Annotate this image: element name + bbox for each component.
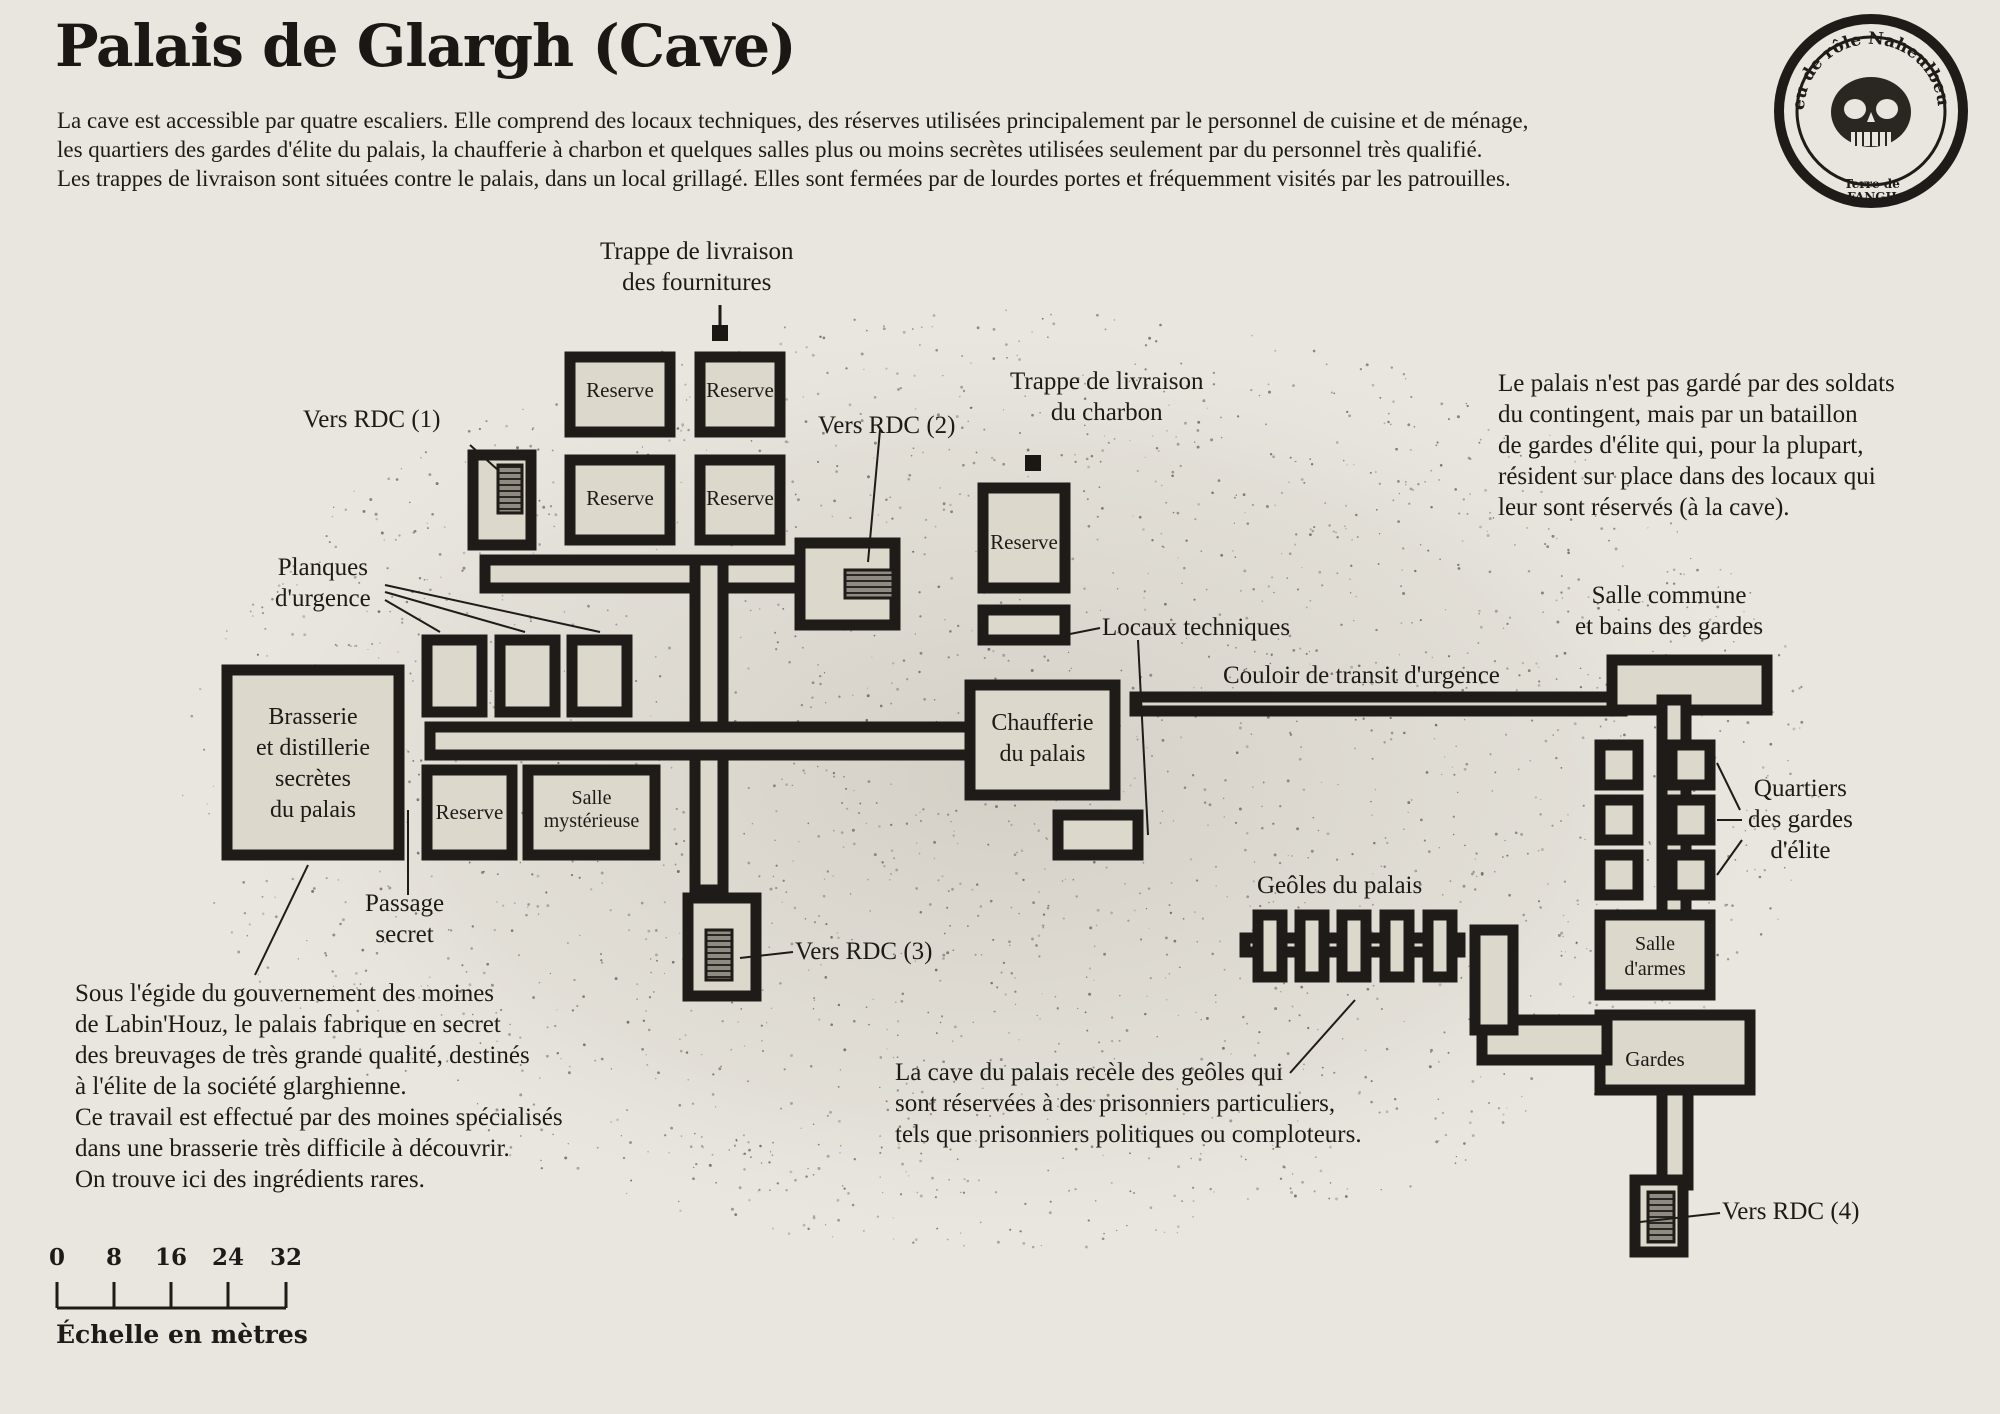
stairs-icon xyxy=(496,463,524,515)
scale-bar xyxy=(55,1282,288,1310)
room-gardes: Gardes xyxy=(1625,1047,1685,1071)
room-reserve: Reserve xyxy=(706,378,774,402)
label-couloir: Couloir de transit d'urgence xyxy=(1223,662,1500,689)
intro-line: Les trappes de livraison sont situées co… xyxy=(57,166,1511,191)
walls-outline xyxy=(221,351,1773,1258)
label-vers-rdc-3: Vers RDC (3) xyxy=(795,938,933,965)
label-vers-rdc-2: Vers RDC (2) xyxy=(818,412,956,439)
intro-text: La cave est accessible par quatre escali… xyxy=(57,106,1737,193)
room-reserve: Reserve xyxy=(706,486,774,510)
scale-tick-label: 24 xyxy=(211,1244,245,1271)
scale-tick-label: 0 xyxy=(48,1244,66,1271)
scale-title: Échelle en mètres xyxy=(56,1320,308,1349)
room-reserve: Reserve xyxy=(435,800,504,824)
skull-icon xyxy=(1831,77,1911,147)
leader-lines xyxy=(254,429,1743,1223)
intro-line: La cave est accessible par quatre escali… xyxy=(57,108,1529,133)
stairs-icon xyxy=(1646,1190,1676,1244)
seal-bottom-text: Terre de FANGH xyxy=(1844,177,1900,204)
label-vers-rdc-1: Vers RDC (1) xyxy=(303,406,441,433)
label-locaux: Locaux techniques xyxy=(1102,614,1291,641)
scale-tick-label: 32 xyxy=(269,1244,303,1271)
page-title: Palais de Glargh (Cave) xyxy=(55,12,797,80)
trapdoor-icon xyxy=(712,325,728,341)
stairs-icon xyxy=(843,568,895,600)
scale-tick-label: 8 xyxy=(105,1244,123,1271)
seal-stamp: Jeu de rôle Naheulbeuk xyxy=(1772,12,1968,208)
stairs-icon xyxy=(704,928,734,982)
trapdoor-icon xyxy=(1025,455,1041,471)
label-geoles: Geôles du palais xyxy=(1257,872,1423,899)
label-vers-rdc-4: Vers RDC (4) xyxy=(1722,1198,1860,1225)
room-reserve: Reserve xyxy=(990,530,1058,554)
room-reserve: Reserve xyxy=(586,486,654,510)
scale-tick-label: 16 xyxy=(154,1244,188,1271)
intro-line: les quartiers des gardes d'élite du pala… xyxy=(57,137,1483,162)
room-reserve: Reserve xyxy=(586,378,654,402)
note-garde: Le palais n'est pas gardé par des soldat… xyxy=(1498,370,1895,521)
